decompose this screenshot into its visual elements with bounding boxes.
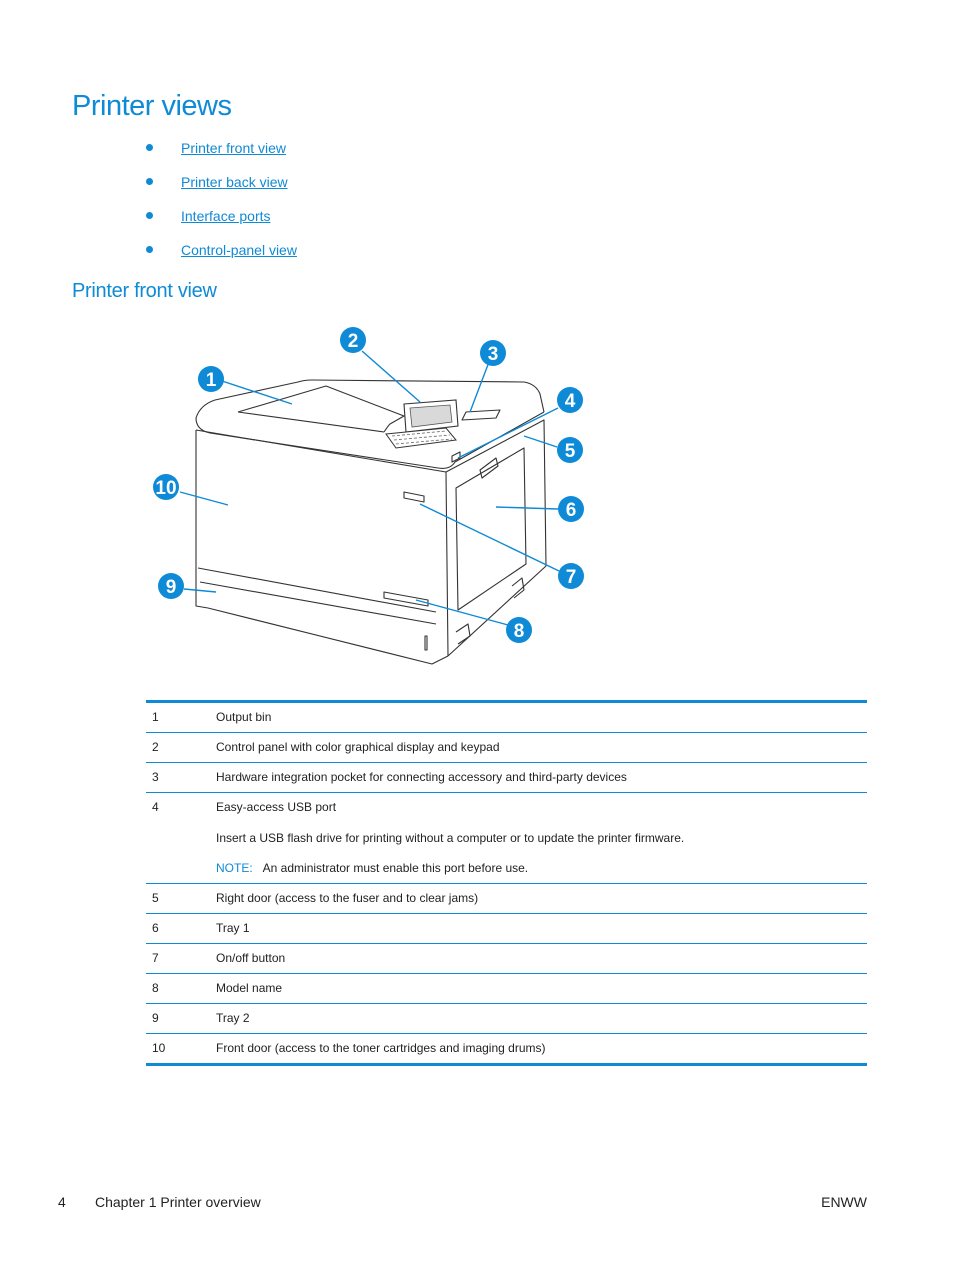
- callout-5-label: 5: [565, 441, 576, 462]
- bullet-icon: [146, 212, 153, 219]
- callout-line-10: [179, 491, 229, 506]
- table-row: 3 Hardware integration pocket for connec…: [146, 762, 867, 793]
- callout-9: 9: [158, 573, 184, 599]
- callout-8: 8: [506, 617, 532, 643]
- callout-10-label: 10: [155, 478, 176, 499]
- note-text: An administrator must enable this port b…: [262, 861, 529, 875]
- callout-1: 1: [198, 366, 224, 392]
- bullet-icon: [146, 246, 153, 253]
- item-number: 4: [146, 792, 216, 884]
- item-description: Model name: [216, 973, 867, 1004]
- table-row: 1 Output bin: [146, 701, 867, 733]
- note-label: NOTE:: [216, 861, 253, 875]
- callout-8-label: 8: [514, 621, 525, 642]
- table-row: 7 On/off button: [146, 943, 867, 974]
- callout-6-label: 6: [566, 500, 577, 521]
- callout-line-7: [419, 503, 560, 572]
- callout-7-label: 7: [566, 567, 577, 588]
- legend-table: 1 Output bin 2 Control panel with color …: [146, 700, 867, 1066]
- callout-line-2: [361, 350, 421, 403]
- callout-line-5: [523, 435, 558, 448]
- footer-right: ENWW: [821, 1194, 867, 1210]
- bullet-icon: [146, 178, 153, 185]
- callout-5: 5: [557, 437, 583, 463]
- footer-page-number: 4: [58, 1194, 66, 1210]
- table-row: 5 Right door (access to the fuser and to…: [146, 883, 867, 914]
- toc-link-interface-ports[interactable]: Interface ports: [181, 208, 271, 224]
- table-row: 8 Model name: [146, 973, 867, 1004]
- control-panel-drawing: [385, 399, 459, 449]
- item-detail: Insert a USB flash drive for printing wi…: [216, 831, 685, 845]
- item-description: Easy-access USB port: [216, 800, 337, 814]
- callout-3-label: 3: [488, 344, 499, 365]
- callout-6: 6: [558, 496, 584, 522]
- item-number: 7: [146, 943, 216, 974]
- item-description: On/off button: [216, 943, 867, 974]
- item-number: 2: [146, 732, 216, 763]
- callout-1-label: 1: [206, 370, 217, 391]
- printer-front-view-illustration: 1 2 3 4 5 6 7 8 9 10: [153, 327, 584, 665]
- table-row: 2 Control panel with color graphical dis…: [146, 732, 867, 763]
- callout-2: 2: [340, 327, 366, 353]
- callout-4-label: 4: [565, 391, 576, 412]
- item-number: 9: [146, 1003, 216, 1034]
- toc-link-printer-front-view[interactable]: Printer front view: [181, 140, 287, 156]
- item-number: 5: [146, 883, 216, 914]
- item-description: Control panel with color graphical displ…: [216, 732, 867, 763]
- table-row: 9 Tray 2: [146, 1003, 867, 1034]
- toc-link-control-panel-view[interactable]: Control-panel view: [181, 242, 297, 258]
- section-title: Printer front view: [72, 280, 217, 302]
- bullet-icon: [146, 144, 153, 151]
- item-description: Tray 1: [216, 913, 867, 944]
- item-number: 10: [152, 1041, 166, 1055]
- item-description: Output bin: [216, 701, 867, 733]
- callout-line-3: [469, 361, 490, 413]
- item-number: 8: [146, 973, 216, 1004]
- page-title: Printer views: [72, 90, 232, 122]
- callout-7: 7: [558, 563, 584, 589]
- footer-chapter: Chapter 1 Printer overview: [95, 1194, 261, 1210]
- callout-line-1: [221, 380, 293, 405]
- note: NOTE: An administrator must enable this p…: [216, 861, 867, 875]
- callout-line-8: [415, 599, 509, 626]
- item-number: 3: [146, 762, 216, 793]
- printer-drawing: [195, 379, 547, 665]
- table-row: 4 Easy-access USB port Insert a USB flas…: [146, 792, 867, 884]
- callout-9-label: 9: [166, 577, 177, 598]
- callout-line-4: [457, 407, 559, 459]
- item-description-cell: Easy-access USB port Insert a USB flash …: [216, 792, 867, 884]
- item-description: Tray 2: [216, 1003, 867, 1034]
- table-row: 6 Tray 1: [146, 913, 867, 944]
- callout-10: 10: [153, 474, 179, 500]
- table-row: 10 Front door (access to the toner cartr…: [146, 1034, 867, 1065]
- callout-line-6: [495, 506, 559, 510]
- toc-link-printer-back-view[interactable]: Printer back view: [181, 174, 288, 190]
- item-description: Front door (access to the toner cartridg…: [216, 1041, 546, 1055]
- callout-2-label: 2: [348, 331, 359, 352]
- item-description: Hardware integration pocket for connecti…: [216, 762, 867, 793]
- callout-4: 4: [557, 387, 583, 413]
- item-number: 6: [146, 913, 216, 944]
- callout-line-9: [183, 588, 217, 593]
- callout-3: 3: [480, 340, 506, 366]
- callout-lines: [179, 350, 560, 626]
- item-number: 1: [146, 701, 216, 733]
- item-description: Right door (access to the fuser and to c…: [216, 883, 867, 914]
